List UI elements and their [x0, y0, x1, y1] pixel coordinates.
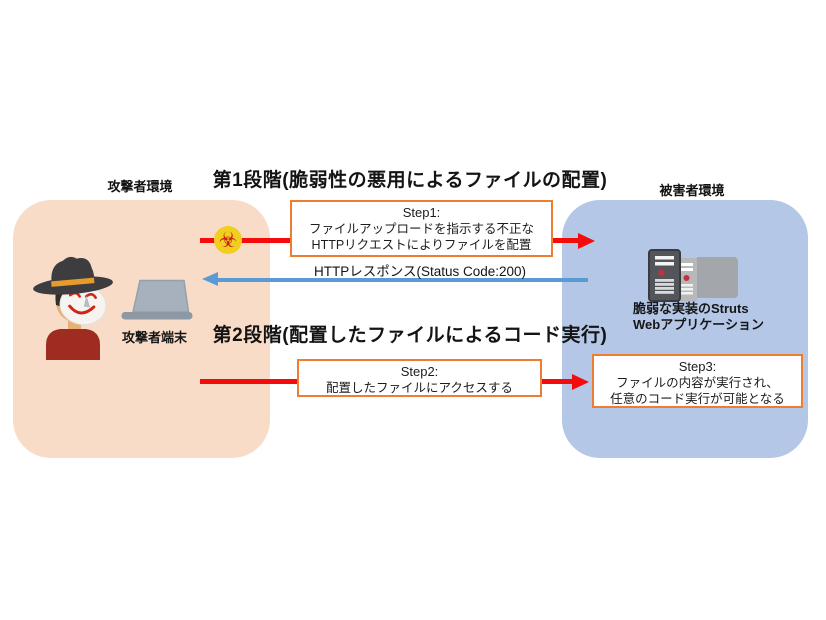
server-stack-icon — [648, 249, 738, 302]
step3-title: Step3: — [678, 359, 717, 374]
victim-environment-box — [562, 200, 808, 458]
attacker-env-label: 攻撃者環境 — [107, 179, 173, 194]
step1-box: Step1: ファイルアップロードを指示する不正な HTTPリクエストによりファ… — [290, 200, 553, 257]
step3-box: Step3: ファイルの内容が実行され、 任意のコード実行が可能となる — [592, 354, 803, 408]
biohazard-icon: ☣ — [214, 226, 242, 254]
step1-line2: HTTPリクエストによりファイルを配置 — [311, 238, 532, 252]
step1-request-arrow-head — [578, 233, 595, 249]
laptop-icon — [121, 279, 193, 320]
step2-request-arrow-head — [572, 374, 589, 390]
stage2-title: 第2段階(配置したファイルによるコード実行) — [212, 325, 608, 346]
step1-title: Step1: — [402, 205, 441, 220]
step3-line2: 任意のコード実行が可能となる — [610, 392, 785, 406]
step2-box: Step2: 配置したファイルにアクセスする — [297, 359, 542, 397]
step3-line1: ファイルの内容が実行され、 — [616, 376, 779, 390]
step1-line1: ファイルアップロードを指示する不正な — [308, 222, 534, 236]
server-label-line2: Webアプリケーション — [633, 317, 764, 332]
server-label-line1: 脆弱な実装のStruts — [633, 301, 749, 316]
attacker-terminal-label: 攻撃者端末 — [121, 330, 187, 345]
server-label: 脆弱な実装のStruts Webアプリケーション — [633, 301, 764, 333]
http-response-label: HTTPレスポンス(Status Code:200) — [313, 264, 527, 279]
stage1-title: 第1段階(脆弱性の悪用によるファイルの配置) — [212, 170, 608, 191]
response-arrow-head — [202, 272, 218, 286]
victim-env-label: 被害者環境 — [659, 183, 725, 198]
masked-attacker-icon — [33, 256, 113, 360]
step2-title: Step2: — [400, 364, 439, 379]
response-arrow-line — [218, 278, 588, 282]
step2-line1: 配置したファイルにアクセスする — [326, 381, 513, 395]
biohazard-glyph: ☣ — [218, 228, 238, 252]
